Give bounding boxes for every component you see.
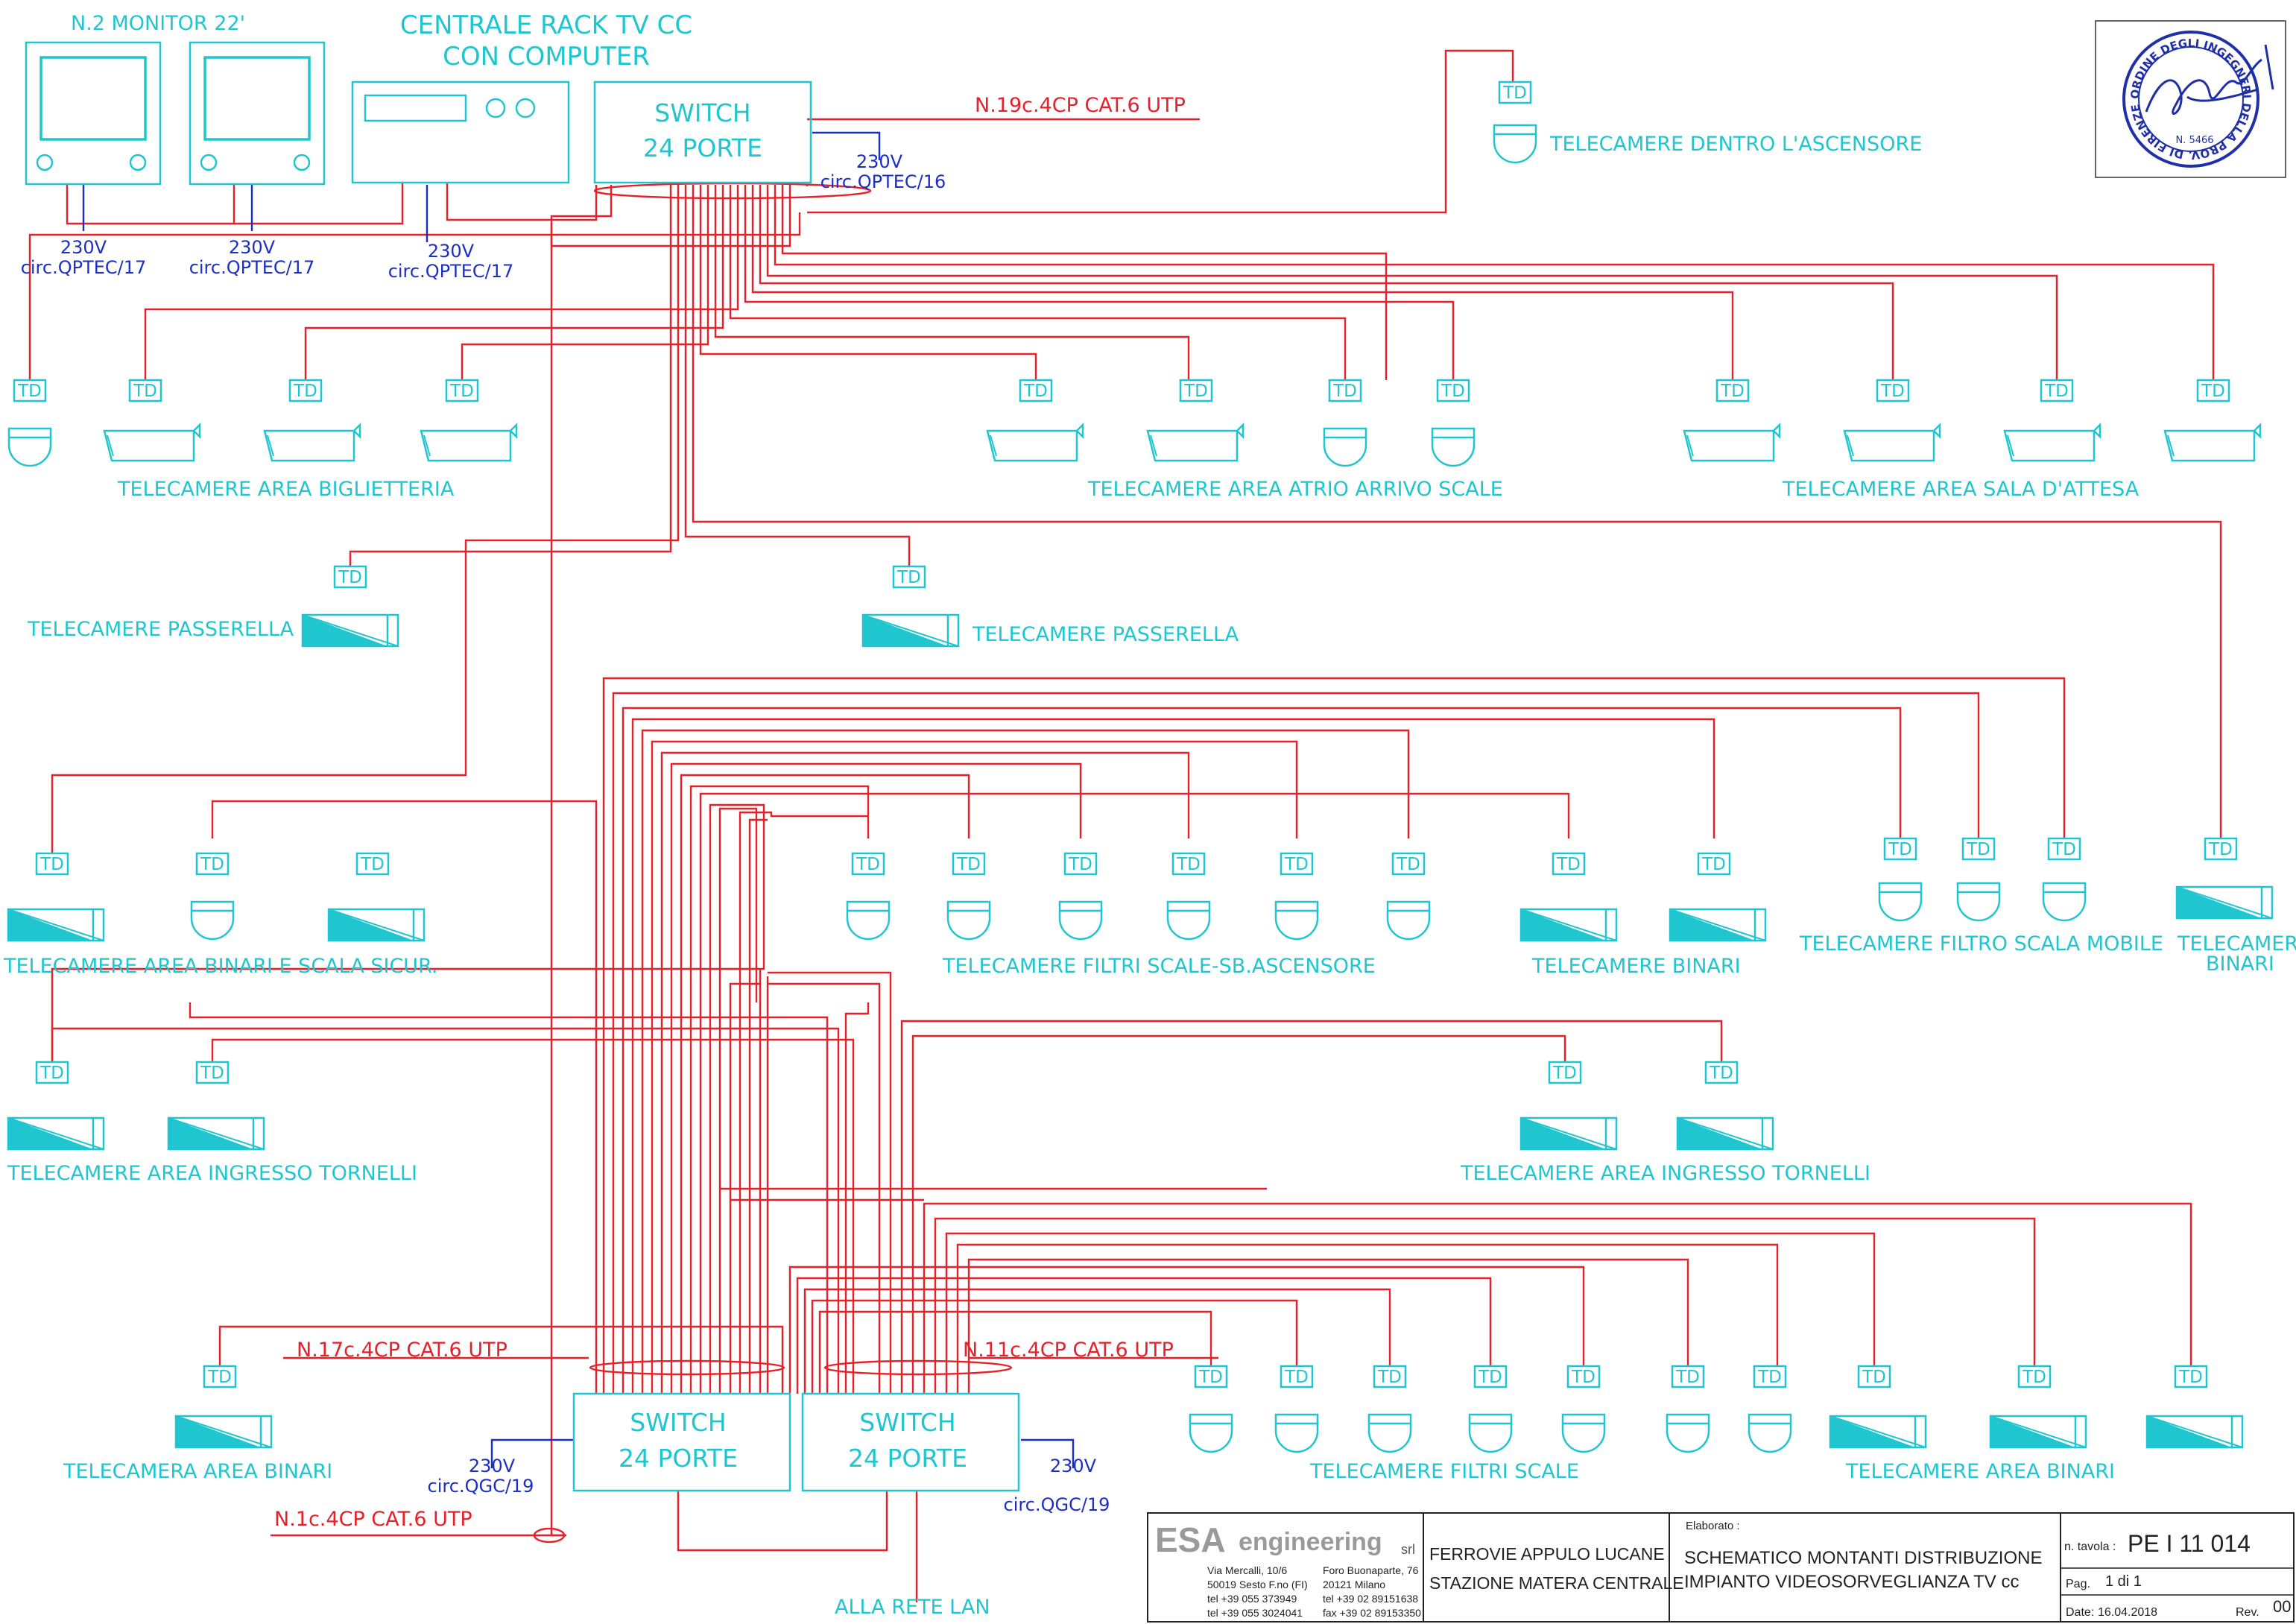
engineer-stamp: ORDINE DEGLI INGEGNERI DELLA PROV. DI FI… bbox=[2095, 20, 2286, 178]
left-switch-line1: SWITCH bbox=[630, 1408, 726, 1437]
power-v-1: 230V bbox=[60, 237, 107, 258]
label-telecamer-1: TELECAMER bbox=[2177, 932, 2296, 955]
label-binari-scala: TELECAMERE AREA BINARI E SCALA SICUR. bbox=[3, 955, 437, 978]
power-circ-6: circ.QGC/19 bbox=[1004, 1494, 1110, 1515]
main-switch-line1: SWITCH bbox=[654, 98, 750, 127]
cable-19: N.19c.4CP CAT.6 UTP bbox=[975, 94, 1186, 117]
addr2-line1: Foro Buonaparte, 76 bbox=[1323, 1564, 1419, 1576]
power-circ-1: circ.QPTEC/17 bbox=[21, 257, 147, 278]
addr2-line2: 20121 Milano bbox=[1323, 1579, 1385, 1590]
monitor-2 bbox=[189, 41, 326, 186]
rev-label: Rev. bbox=[2236, 1606, 2259, 1619]
addr2-line3: tel +39 02 89151638 bbox=[1323, 1593, 1418, 1605]
elaborato-label: Elaborato : bbox=[1686, 1520, 1740, 1532]
client-line1: FERROVIE APPULO LUCANE bbox=[1429, 1544, 1665, 1564]
power-circ-4: circ.QPTEC/16 bbox=[820, 171, 946, 192]
label-area-binari-single: TELECAMERA AREA BINARI bbox=[63, 1460, 332, 1483]
addr1-line4: tel +39 055 3024041 bbox=[1207, 1607, 1303, 1619]
main-switch: SWITCH 24 PORTE bbox=[593, 80, 812, 184]
label-passerella-2: TELECAMERE PASSERELLA bbox=[972, 623, 1239, 646]
label-filtro-mobile: TELECAMERE FILTRO SCALA MOBILE bbox=[1799, 932, 2163, 955]
control-room-equipment: SWITCH 24 PORTE SWITCH 24 PORTE SWITCH 2… bbox=[25, 41, 1020, 1492]
label-filtri-sb: TELECAMERE FILTRI SCALE-SB.ASCENSORE bbox=[942, 955, 1376, 978]
power-v-3: 230V bbox=[428, 241, 475, 262]
label-atrio: TELECAMERE AREA ATRIO ARRIVO SCALE bbox=[1087, 478, 1503, 501]
cable-1: N.1c.4CP CAT.6 UTP bbox=[274, 1508, 472, 1531]
cable-17: N.17c.4CP CAT.6 UTP bbox=[297, 1339, 507, 1362]
label-rete-lan: ALLA RETE LAN bbox=[835, 1596, 990, 1619]
elaborato-line2: IMPIANTO VIDEOSORVEGLIANZA TV cc bbox=[1684, 1572, 2019, 1592]
power-v-5: 230V bbox=[469, 1456, 516, 1476]
company-logo-srl: srl bbox=[1401, 1542, 1415, 1557]
signature-scribble bbox=[2145, 44, 2274, 115]
main-switch-line2: 24 PORTE bbox=[643, 133, 762, 162]
addr1-line1: Via Mercalli, 10/6 bbox=[1207, 1564, 1287, 1576]
rack-title-line1: CENTRALE RACK TV CC bbox=[400, 10, 692, 40]
label-telecamer-2: BINARI bbox=[2206, 952, 2274, 976]
label-filtri-scale: TELECAMERE FILTRI SCALE bbox=[1309, 1460, 1579, 1483]
label-tornelli-1: TELECAMERE AREA INGRESSO TORNELLI bbox=[7, 1162, 417, 1185]
pag-value: 1 di 1 bbox=[2105, 1573, 2142, 1590]
tavola-value: PE I 11 014 bbox=[2128, 1530, 2251, 1557]
power-circ-3: circ.QPTEC/17 bbox=[388, 261, 514, 282]
power-circ-2: circ.QPTEC/17 bbox=[189, 257, 315, 278]
power-v-4: 230V bbox=[856, 151, 903, 172]
pag-label: Pag. bbox=[2066, 1578, 2090, 1590]
label-binari: TELECAMERE BINARI bbox=[1531, 955, 1741, 978]
monitor-1 bbox=[25, 41, 162, 186]
label-ascensore: TELECAMERE DENTRO L'ASCENSORE bbox=[1549, 133, 1922, 156]
rack-title-line2: CON COMPUTER bbox=[443, 42, 650, 72]
label-sala: TELECAMERE AREA SALA D'ATTESA bbox=[1782, 478, 2140, 501]
client-line2: STAZIONE MATERA CENTRALE bbox=[1429, 1573, 1684, 1593]
elaborato-line1: SCHEMATICO MONTANTI DISTRIBUZIONE bbox=[1684, 1548, 2042, 1568]
right-switch-line2: 24 PORTE bbox=[848, 1444, 967, 1473]
power-v-2: 230V bbox=[229, 237, 276, 258]
title-block: ESA engineering srl Via Mercalli, 10/6 5… bbox=[1147, 1512, 2295, 1623]
network-cabling bbox=[28, 49, 2222, 1602]
label-passerella-1: TELECAMERE PASSERELLA bbox=[27, 618, 294, 641]
rev-value: 00 bbox=[2273, 1597, 2291, 1616]
label-biglietteria: TELECAMERE AREA BIGLIETTERIA bbox=[117, 478, 455, 501]
right-lower-switch: SWITCH 24 PORTE bbox=[801, 1392, 1020, 1492]
addr2-line4: fax +39 02 89153350 bbox=[1323, 1607, 1421, 1619]
rack-computer bbox=[351, 80, 570, 184]
addr1-line2: 50019 Sesto F.no (FI) bbox=[1207, 1579, 1308, 1590]
label-tornelli-2: TELECAMERE AREA INGRESSO TORNELLI bbox=[1460, 1162, 1870, 1185]
monitors-label: N.2 MONITOR 22' bbox=[71, 12, 245, 35]
date-label: Date: bbox=[2066, 1606, 2094, 1619]
cable-bundle-markers bbox=[533, 182, 1013, 1544]
right-switch-line1: SWITCH bbox=[859, 1408, 955, 1437]
cameras bbox=[7, 80, 2274, 1453]
stamp-number: N. 5466 bbox=[2175, 135, 2213, 146]
label-area-binari: TELECAMERE AREA BINARI bbox=[1845, 1460, 2115, 1483]
addr1-line3: tel +39 055 373949 bbox=[1207, 1593, 1297, 1605]
left-switch-line2: 24 PORTE bbox=[619, 1444, 738, 1473]
power-circ-5: circ.QGC/19 bbox=[428, 1476, 534, 1497]
company-logo-main: ESA bbox=[1155, 1520, 1226, 1559]
date-value: 16.04.2018 bbox=[2098, 1606, 2157, 1619]
cable-11: N.11c.4CP CAT.6 UTP bbox=[963, 1339, 1174, 1362]
power-lines bbox=[82, 131, 1075, 1468]
labels: N.2 MONITOR 22' CENTRALE RACK TV CC CON … bbox=[3, 10, 2296, 1619]
power-v-6: 230V bbox=[1050, 1456, 1097, 1476]
tavola-label: n. tavola : bbox=[2064, 1541, 2116, 1553]
company-logo-sub: engineering bbox=[1239, 1528, 1382, 1556]
left-lower-switch: SWITCH 24 PORTE bbox=[572, 1392, 791, 1492]
